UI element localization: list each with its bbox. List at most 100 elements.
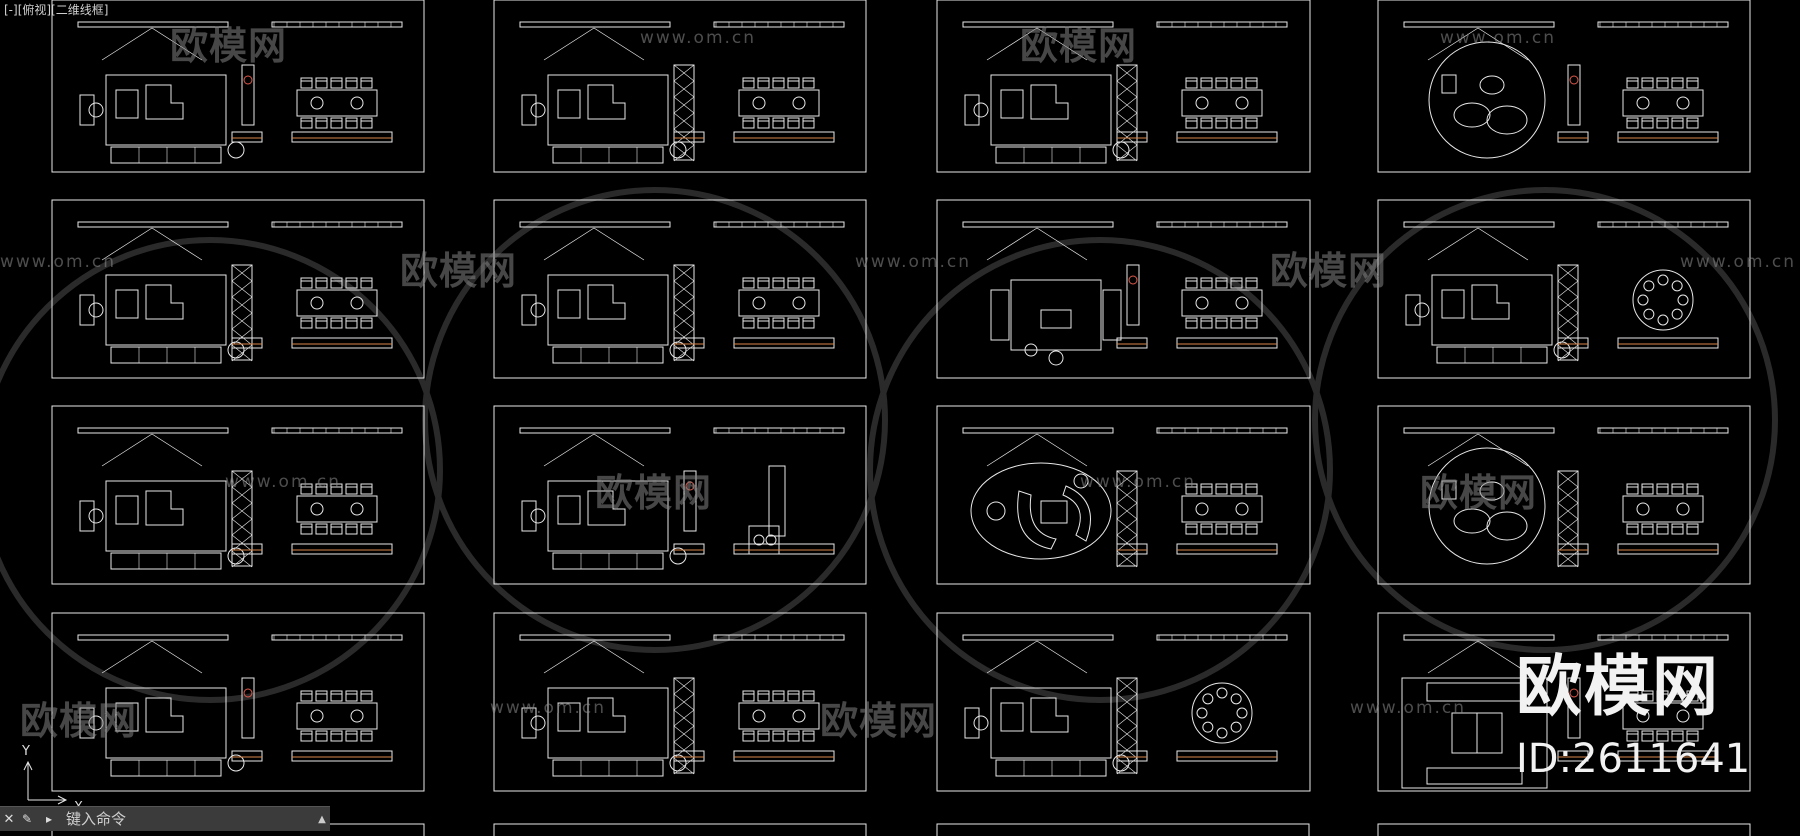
dining-table (1181, 289, 1263, 317)
chair (1686, 523, 1699, 535)
cad-line (1116, 80, 1138, 98)
ucs-arrow (57, 795, 68, 805)
dining-table (1622, 495, 1704, 523)
rug (105, 74, 227, 146)
shelf (1557, 470, 1579, 567)
cad-line (231, 296, 253, 314)
chair (787, 117, 800, 129)
strip (231, 131, 263, 143)
chair (1200, 277, 1213, 289)
armchair (115, 702, 139, 732)
rug (547, 274, 669, 346)
cad-circle (1024, 343, 1038, 357)
sofa (995, 759, 1107, 777)
wrench-icon[interactable]: ✎ (21, 812, 33, 826)
cad-circle (1230, 721, 1242, 733)
cad-line (101, 27, 153, 61)
command-line[interactable]: ✕ ✎ ▸ ▲ (0, 806, 330, 831)
strip (1557, 131, 1589, 143)
side-table (1405, 294, 1421, 326)
cad-line (1036, 640, 1088, 674)
sheet-frame (936, 612, 1311, 792)
cad-line (673, 112, 695, 130)
cad-line (231, 534, 253, 552)
sofa (1426, 682, 1523, 702)
cad-circle (1195, 296, 1209, 310)
shelf (231, 470, 253, 567)
armchair (1441, 289, 1465, 319)
command-input[interactable] (62, 809, 314, 829)
watermark-circle (1312, 187, 1778, 653)
cad-rect (1040, 500, 1068, 524)
chair (772, 77, 785, 89)
tall-cabinet (1567, 64, 1581, 126)
sofa (110, 146, 222, 164)
cad-line (1557, 470, 1579, 488)
cad-circle (986, 501, 1006, 521)
light-bar (1597, 221, 1729, 228)
light-bar (77, 21, 229, 28)
cad-rect (1441, 480, 1457, 500)
strip (291, 543, 393, 555)
sheet-frame (493, 405, 867, 585)
light-bar (271, 21, 403, 28)
cad-circle (1636, 96, 1650, 110)
strip (673, 750, 705, 762)
cad-circle (1677, 294, 1689, 306)
chair (802, 277, 815, 289)
chair (1245, 483, 1258, 495)
chair (787, 317, 800, 329)
chair (1686, 117, 1699, 129)
cad-line (1557, 486, 1579, 504)
coffee-table (587, 284, 626, 320)
cad-line (673, 693, 695, 711)
chair (757, 117, 770, 129)
chair (1656, 117, 1669, 129)
cad-circle (1230, 693, 1242, 705)
cad-circle (1195, 96, 1209, 110)
sheet-frame (936, 823, 1310, 836)
cad-line (231, 518, 253, 536)
cad-line (673, 80, 695, 98)
chair (1200, 317, 1213, 329)
sheet-r3c2 (493, 405, 867, 585)
close-icon[interactable]: ✕ (3, 811, 15, 827)
sheet-frame (1377, 0, 1751, 173)
cad-line (231, 312, 253, 330)
strip (291, 131, 393, 143)
watermark-url: www.om.cn (855, 252, 972, 272)
chair (802, 77, 815, 89)
chair (345, 117, 358, 129)
chair (300, 317, 313, 329)
rug (547, 480, 669, 552)
coffee-table (145, 490, 184, 526)
coffee-table (1471, 284, 1510, 320)
chair (787, 730, 800, 742)
cad-line (673, 280, 695, 298)
chevron-up-icon[interactable]: ▲ (318, 813, 326, 825)
side-table (964, 707, 980, 739)
strip (733, 750, 835, 762)
prompt-icon[interactable]: ▸ (45, 812, 53, 826)
watermark-circle (422, 187, 888, 653)
sheet-r1c4 (1377, 0, 1751, 173)
chair (315, 690, 328, 702)
chair (330, 77, 343, 89)
viewport-label[interactable]: [-][俯视][二维线框] (4, 3, 109, 17)
cad-line (543, 640, 595, 674)
chair (1671, 523, 1684, 535)
light-bar (1403, 634, 1555, 641)
side-table (79, 707, 95, 739)
cad-circle (973, 715, 989, 731)
watermark-text: 欧模网 (1420, 471, 1538, 515)
chair (1641, 483, 1654, 495)
chair (802, 690, 815, 702)
strip (1116, 750, 1148, 762)
side-table (964, 94, 980, 126)
dining-table (1622, 702, 1704, 730)
strip (231, 750, 263, 762)
sheet-frame (936, 0, 1311, 173)
dining-table (296, 289, 378, 317)
